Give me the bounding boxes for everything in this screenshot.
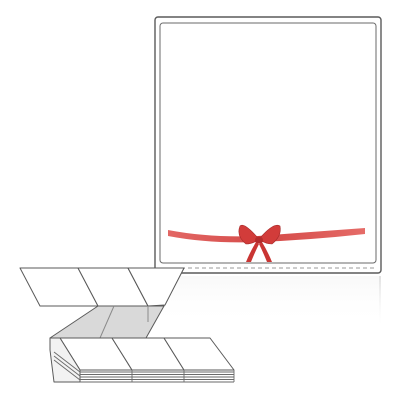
label-face [159, 22, 377, 264]
sheet-reflection-face [157, 276, 379, 326]
ribbon-bow-icon [168, 224, 365, 262]
